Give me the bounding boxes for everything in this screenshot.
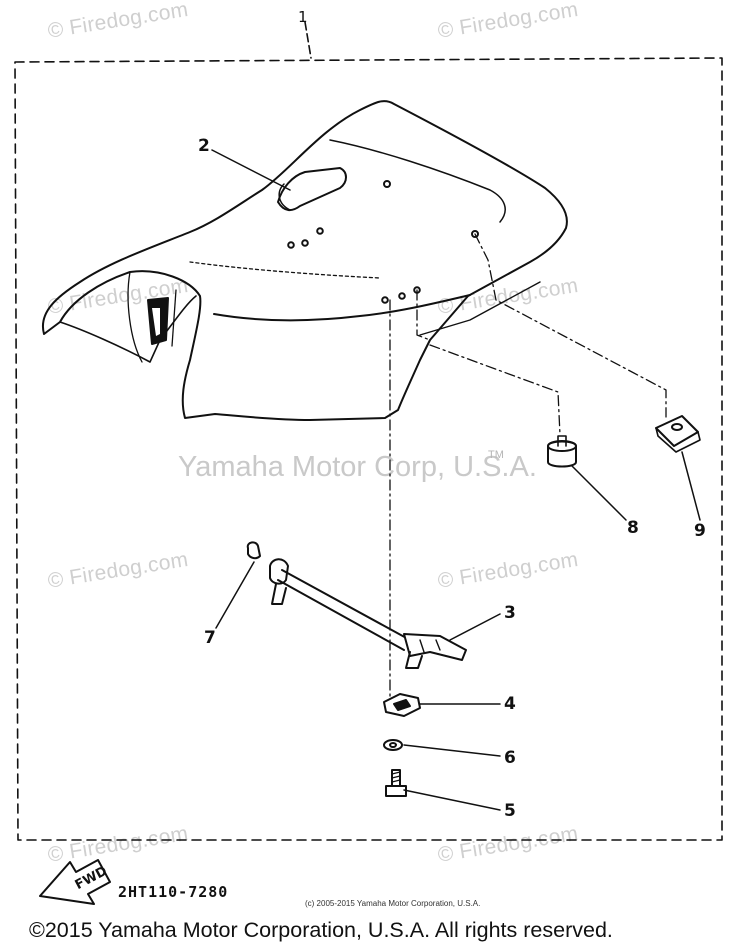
rubber-damper-top bbox=[547, 440, 577, 452]
bolt-thread bbox=[391, 771, 401, 783]
mount-hole bbox=[287, 241, 295, 249]
leader-3 bbox=[449, 613, 501, 641]
lock-hook-end bbox=[269, 558, 289, 585]
fwd-arrow-icon: FWD bbox=[39, 859, 111, 905]
nut-plate-side bbox=[655, 427, 701, 453]
assembly-callout-1: 1 bbox=[298, 8, 308, 26]
callout-3: 3 bbox=[504, 603, 516, 623]
mount-hole bbox=[301, 239, 309, 247]
mount-hole bbox=[398, 292, 406, 300]
seat-outline bbox=[41, 100, 568, 421]
bolt-head bbox=[385, 785, 407, 797]
leader-7 bbox=[215, 561, 255, 629]
diagram-part-code: 2HT110-7280 bbox=[118, 883, 229, 901]
washer-hole bbox=[389, 742, 397, 748]
clip bbox=[246, 541, 261, 560]
callout-9: 9 bbox=[694, 521, 706, 541]
rubber-damper-stem bbox=[557, 435, 567, 447]
lock-catch bbox=[405, 651, 423, 669]
assembly-frame bbox=[14, 57, 723, 841]
fine-print: (c) 2005-2015 Yamaha Motor Corporation, … bbox=[305, 899, 481, 908]
lock-lever bbox=[403, 633, 467, 661]
copyright-notice: ©2015 Yamaha Motor Corporation, U.S.A. A… bbox=[29, 918, 613, 942]
mount-hole bbox=[381, 296, 389, 304]
seat-underside-rib bbox=[127, 271, 143, 363]
leader-1 bbox=[304, 21, 312, 59]
center-watermark: Yamaha Motor Corp, U.S.A. bbox=[178, 451, 537, 483]
seat-top-contour bbox=[213, 294, 471, 322]
leader-5 bbox=[403, 789, 501, 811]
leader-2 bbox=[211, 149, 291, 191]
mount-guides bbox=[389, 233, 667, 706]
callout-7: 7 bbox=[204, 628, 216, 648]
callout-8: 8 bbox=[627, 518, 639, 538]
callout-5: 5 bbox=[504, 801, 516, 821]
mount-hole bbox=[383, 180, 391, 188]
leader-9 bbox=[681, 451, 701, 521]
leader-8 bbox=[571, 465, 627, 521]
seat-rear-edge bbox=[329, 139, 506, 223]
nut-plate-boss bbox=[671, 423, 683, 431]
leader-6 bbox=[403, 744, 501, 757]
seat-underside-rib2 bbox=[171, 289, 177, 347]
seat-underside bbox=[59, 295, 197, 363]
seat-crease bbox=[189, 261, 381, 279]
seat-underside-bracket-inner bbox=[152, 308, 160, 336]
lock-hook-bracket bbox=[271, 583, 287, 605]
lock-lever-detail bbox=[419, 639, 441, 653]
mount-hole bbox=[316, 227, 324, 235]
callout-4: 4 bbox=[504, 694, 516, 714]
rubber-damper bbox=[547, 440, 577, 468]
seat-side-line bbox=[419, 281, 541, 336]
lock-shaft-lower bbox=[277, 579, 405, 651]
mount-hole bbox=[471, 230, 479, 238]
washer bbox=[383, 739, 403, 751]
callout-6: 6 bbox=[504, 748, 516, 768]
callout-2: 2 bbox=[198, 136, 210, 156]
seat-bracket-slot bbox=[393, 699, 411, 711]
lock-shaft-upper bbox=[281, 569, 411, 641]
trademark-mark: TM bbox=[488, 449, 504, 461]
